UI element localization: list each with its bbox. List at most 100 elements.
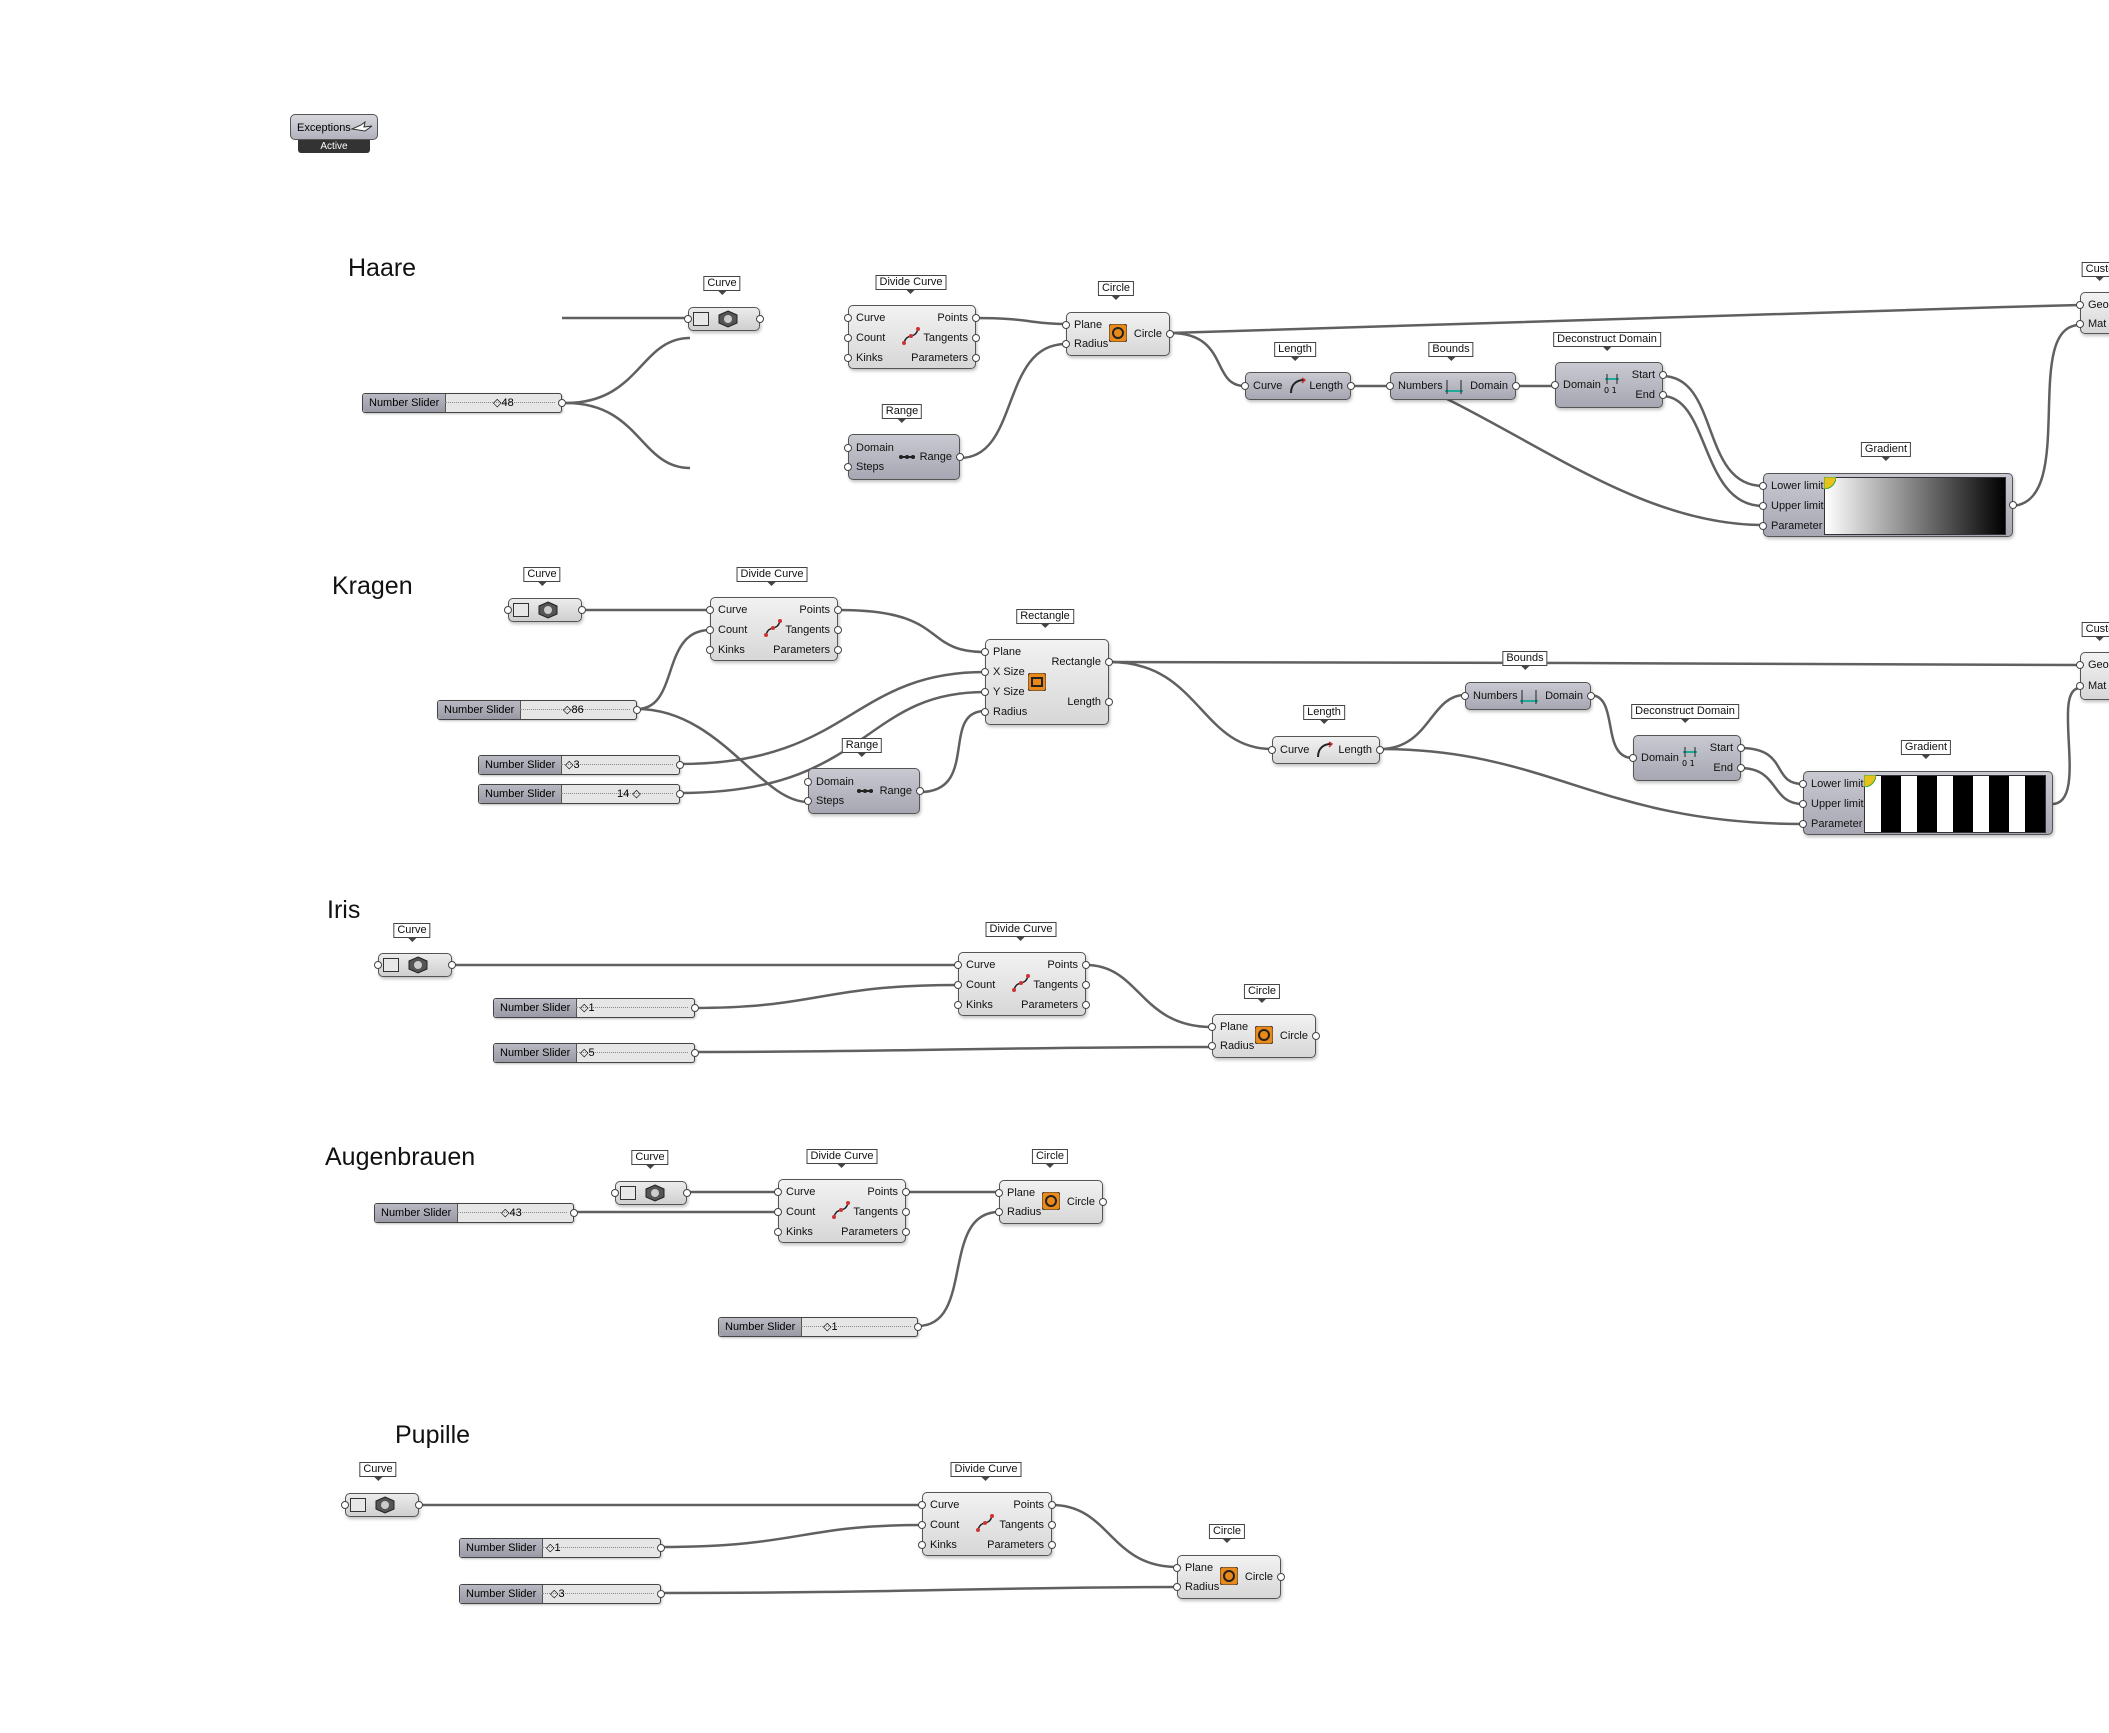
pin-material[interactable]: Mat bbox=[2076, 318, 2106, 330]
circle-component[interactable]: Plane Radius Circle bbox=[1212, 1014, 1316, 1058]
pin-kinks[interactable]: Kinks bbox=[774, 1226, 813, 1238]
bounds-component[interactable]: Numbers Domain bbox=[1465, 682, 1591, 710]
output-pin[interactable] bbox=[633, 706, 641, 714]
output-pin[interactable] bbox=[415, 1501, 423, 1509]
curve-param[interactable] bbox=[374, 953, 456, 977]
pin-domain[interactable]: Domain bbox=[1545, 690, 1595, 702]
pin-domain[interactable]: Domain bbox=[1551, 379, 1601, 391]
slider-track[interactable] bbox=[561, 764, 673, 766]
pin-circle[interactable]: Circle bbox=[1134, 328, 1174, 340]
pin-curve[interactable]: Curve bbox=[1241, 380, 1282, 392]
slider-value[interactable]: ◇1 bbox=[580, 1002, 595, 1014]
output-pin[interactable] bbox=[448, 961, 456, 969]
pin-parameter[interactable]: Parameter bbox=[1799, 818, 1862, 830]
pin-end[interactable]: End bbox=[1635, 389, 1667, 401]
deconstruct-domain-component[interactable]: Domain 0 1 Start End bbox=[1555, 362, 1663, 408]
number-slider-haare-count[interactable]: Number Slider ◇48 bbox=[362, 393, 566, 413]
pin-radius[interactable]: Radius bbox=[1208, 1040, 1254, 1052]
pin-geometry[interactable]: Geom bbox=[2076, 299, 2109, 311]
pin-parameters[interactable]: Parameters bbox=[1021, 999, 1090, 1011]
pin-upper-limit[interactable]: Upper limit bbox=[1799, 798, 1864, 810]
divide-curve-component[interactable]: Curve Count Kinks Points Tangents Parame… bbox=[958, 952, 1086, 1016]
pin-tangents[interactable]: Tangents bbox=[923, 332, 980, 344]
pin-plane[interactable]: Plane bbox=[1173, 1562, 1213, 1574]
custom-preview-component[interactable]: Geom Mat bbox=[2080, 652, 2109, 700]
slider-track[interactable] bbox=[542, 1593, 654, 1595]
deconstruct-domain-component[interactable]: Domain 0 1 Start End bbox=[1633, 735, 1741, 781]
pin-points[interactable]: Points bbox=[937, 312, 980, 324]
output-pin[interactable] bbox=[756, 315, 764, 323]
pin-radius[interactable]: Radius bbox=[1062, 338, 1108, 350]
curve-param[interactable] bbox=[611, 1181, 691, 1205]
length-component[interactable]: Curve Length bbox=[1272, 736, 1380, 764]
input-pin[interactable] bbox=[611, 1189, 619, 1197]
slider-value[interactable]: ◇5 bbox=[580, 1047, 595, 1059]
divide-curve-component[interactable]: Curve Count Kinks Points Tangents Parame… bbox=[778, 1179, 906, 1243]
slider-value[interactable]: ◇86 bbox=[563, 704, 584, 716]
custom-preview-component[interactable]: Geom Mat bbox=[2080, 292, 2109, 334]
gradient-preview[interactable] bbox=[1864, 775, 2046, 833]
pin-domain[interactable]: Domain bbox=[844, 442, 894, 454]
output-pin[interactable] bbox=[2009, 501, 2017, 509]
slider-value[interactable]: ◇1 bbox=[823, 1321, 838, 1333]
pin-points[interactable]: Points bbox=[867, 1186, 910, 1198]
pin-start[interactable]: Start bbox=[1632, 369, 1667, 381]
number-slider-pupille-radius[interactable]: Number Slider ◇3 bbox=[459, 1584, 665, 1604]
curve-param[interactable] bbox=[504, 598, 586, 622]
pin-lower-limit[interactable]: Lower limit bbox=[1799, 778, 1864, 790]
pin-geometry[interactable]: Geom bbox=[2076, 659, 2109, 671]
number-slider-augen-radius[interactable]: Number Slider ◇1 bbox=[718, 1317, 922, 1337]
pin-count[interactable]: Count bbox=[844, 332, 885, 344]
output-pin[interactable] bbox=[570, 1209, 578, 1217]
circle-component[interactable]: Plane Radius Circle bbox=[999, 1180, 1103, 1224]
pin-kinks[interactable]: Kinks bbox=[918, 1539, 957, 1551]
pin-curve[interactable]: Curve bbox=[1268, 744, 1309, 756]
pin-circle[interactable]: Circle bbox=[1245, 1571, 1285, 1583]
pin-curve[interactable]: Curve bbox=[844, 312, 885, 324]
pin-steps[interactable]: Steps bbox=[804, 795, 844, 807]
length-component[interactable]: Curve Length bbox=[1245, 372, 1351, 400]
number-slider-iris-count[interactable]: Number Slider ◇1 bbox=[493, 998, 699, 1018]
pin-numbers[interactable]: Numbers bbox=[1386, 380, 1443, 392]
pin-range[interactable]: Range bbox=[920, 451, 964, 463]
pin-radius[interactable]: Radius bbox=[1173, 1581, 1219, 1593]
range-component[interactable]: Domain Steps Range bbox=[848, 434, 960, 480]
pin-steps[interactable]: Steps bbox=[844, 461, 884, 473]
pin-curve[interactable]: Curve bbox=[918, 1499, 959, 1511]
rectangle-component[interactable]: Plane X Size Y Size Radius Rectangle Len… bbox=[985, 639, 1109, 725]
slider-value[interactable]: ◇43 bbox=[501, 1207, 522, 1219]
curve-param[interactable] bbox=[684, 307, 764, 331]
slider-value[interactable]: ◇3 bbox=[565, 759, 580, 771]
number-slider-kragen-count[interactable]: Number Slider ◇86 bbox=[437, 700, 641, 720]
slider-track[interactable] bbox=[542, 1547, 654, 1549]
pin-start[interactable]: Start bbox=[1710, 742, 1745, 754]
output-pin[interactable] bbox=[683, 1189, 691, 1197]
pin-count[interactable]: Count bbox=[774, 1206, 815, 1218]
pin-count[interactable]: Count bbox=[706, 624, 747, 636]
pin-domain[interactable]: Domain bbox=[1629, 752, 1679, 764]
pin-points[interactable]: Points bbox=[799, 604, 842, 616]
pin-circle[interactable]: Circle bbox=[1280, 1030, 1320, 1042]
output-pin[interactable] bbox=[691, 1049, 699, 1057]
pin-domain[interactable]: Domain bbox=[1470, 380, 1520, 392]
pin-radius[interactable]: Radius bbox=[995, 1206, 1041, 1218]
number-slider-kragen-x[interactable]: Number Slider ◇3 bbox=[478, 755, 684, 775]
pin-parameters[interactable]: Parameters bbox=[841, 1226, 910, 1238]
slider-track[interactable] bbox=[445, 402, 555, 404]
gradient-component[interactable]: Lower limit Upper limit Parameter bbox=[1803, 771, 2053, 835]
pin-end[interactable]: End bbox=[1713, 762, 1745, 774]
slider-track[interactable] bbox=[801, 1326, 911, 1328]
output-pin[interactable] bbox=[657, 1590, 665, 1598]
pin-upper-limit[interactable]: Upper limit bbox=[1759, 500, 1824, 512]
pin-tangents[interactable]: Tangents bbox=[853, 1206, 910, 1218]
divide-curve-component[interactable]: Curve Count Kinks Points Tangents Parame… bbox=[710, 597, 838, 661]
pin-count[interactable]: Count bbox=[918, 1519, 959, 1531]
input-pin[interactable] bbox=[374, 961, 382, 969]
input-pin[interactable] bbox=[341, 1501, 349, 1509]
pin-parameters[interactable]: Parameters bbox=[911, 352, 980, 364]
output-pin[interactable] bbox=[657, 1544, 665, 1552]
input-pin[interactable] bbox=[504, 606, 512, 614]
output-pin[interactable] bbox=[578, 606, 586, 614]
output-pin[interactable] bbox=[558, 399, 566, 407]
pin-points[interactable]: Points bbox=[1047, 959, 1090, 971]
